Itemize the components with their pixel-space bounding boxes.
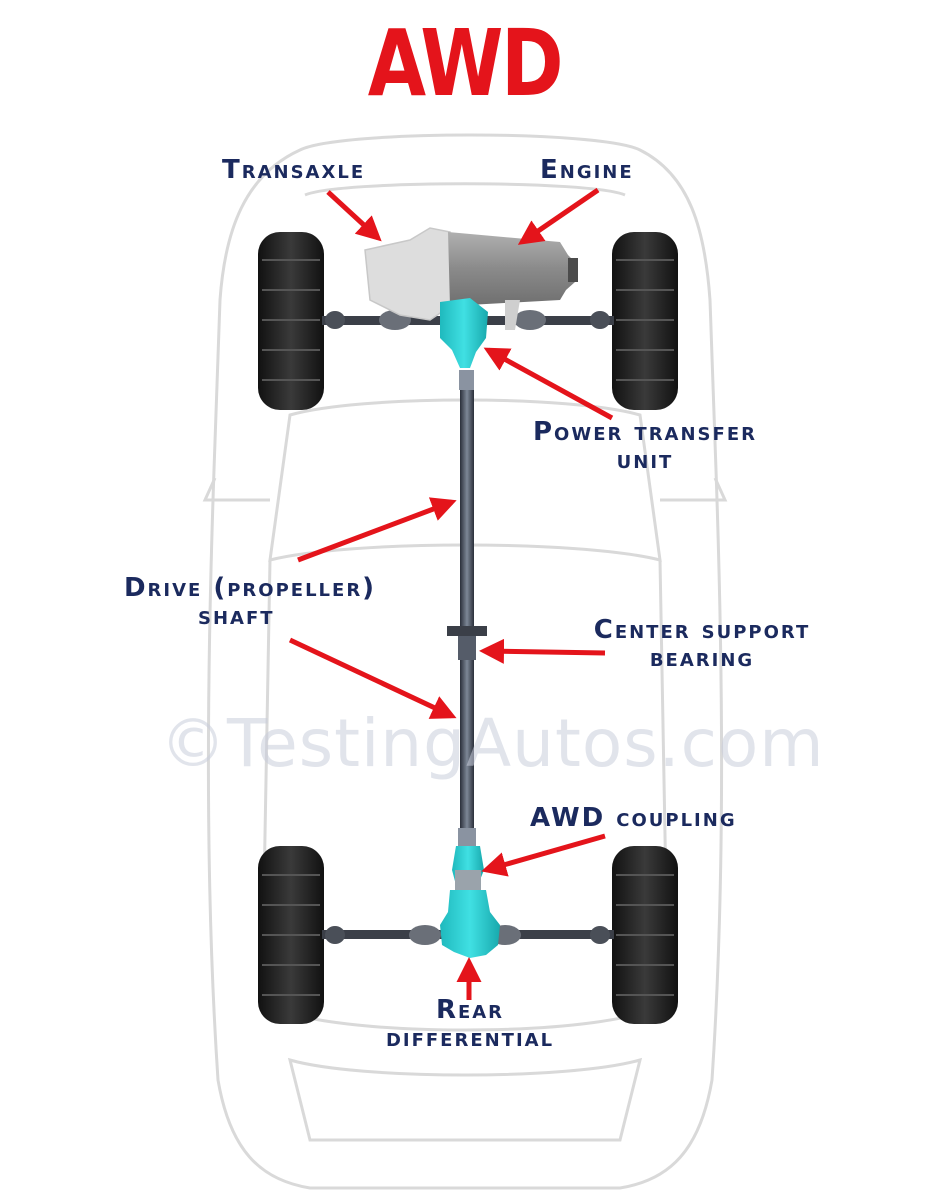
label-center-support-line1: Center support xyxy=(593,615,811,645)
label-drive-shaft: Drive (propeller) shaft xyxy=(80,574,420,630)
front-axle-shafts xyxy=(322,310,614,330)
front-left-tire xyxy=(258,232,324,410)
arrow-awd-coupling xyxy=(481,833,606,877)
label-engine: Engine xyxy=(540,155,634,185)
diagram-title: AWD xyxy=(367,10,564,117)
watermark: ©TestingAutos.com xyxy=(160,705,825,782)
label-drive-shaft-line2: shaft xyxy=(198,601,275,631)
rear-left-tire xyxy=(258,846,324,1024)
engine-block xyxy=(448,232,578,330)
transaxle xyxy=(364,227,453,321)
rear-right-tire xyxy=(612,846,678,1024)
label-rear-diff-line2: differential xyxy=(385,1023,555,1053)
label-transaxle: Transaxle xyxy=(222,155,366,185)
label-drive-shaft-line1: Drive (propeller) xyxy=(123,573,377,603)
arrows xyxy=(288,187,614,1000)
label-power-transfer-unit: Power transfer unit xyxy=(490,418,800,474)
rear-differential xyxy=(440,890,500,958)
arrow-drive-shaft-upper xyxy=(297,497,457,563)
arrow-drive-shaft-lower xyxy=(288,637,457,719)
arrow-transaxle xyxy=(326,190,382,242)
power-transfer-unit xyxy=(440,298,488,368)
label-rear-differential: Rear differential xyxy=(340,996,600,1052)
label-center-support-bearing: Center support bearing xyxy=(552,616,852,672)
label-power-transfer-line1: Power transfer xyxy=(533,417,757,447)
awd-coupling xyxy=(452,846,484,890)
arrow-engine xyxy=(517,187,600,245)
label-rear-diff-line1: Rear xyxy=(435,995,505,1025)
label-center-support-line2: bearing xyxy=(649,643,755,673)
label-awd-coupling: AWD coupling xyxy=(530,803,737,833)
label-power-transfer-line2: unit xyxy=(616,445,674,475)
front-right-tire xyxy=(612,232,678,410)
arrow-center-support xyxy=(479,638,606,664)
drive-shaft xyxy=(447,370,487,846)
arrow-power-transfer xyxy=(483,347,614,421)
